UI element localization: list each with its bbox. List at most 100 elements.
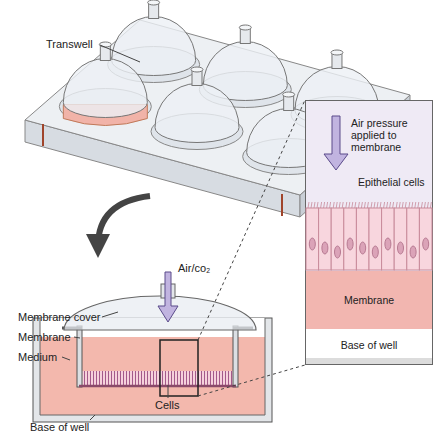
- epithelial-cells: [306, 202, 432, 270]
- node-label: Air pressure applied to membrane: [351, 117, 431, 153]
- part-label: Medium: [18, 351, 57, 363]
- insert-wall: [233, 326, 238, 387]
- cell-nucleus: [372, 246, 378, 258]
- well-interior: [40, 318, 265, 415]
- epithelial-cell: [344, 208, 357, 270]
- cell-nucleus: [335, 246, 341, 258]
- cell-nucleus: [385, 238, 391, 250]
- cilium: [333, 202, 334, 208]
- plate-clip: [42, 124, 44, 146]
- zoom-line: [198, 100, 305, 340]
- cilium: [384, 202, 385, 208]
- epithelial-cell: [369, 208, 382, 270]
- transwell-dome: [151, 67, 243, 150]
- membrane-line: [79, 385, 236, 388]
- cilium: [355, 202, 356, 208]
- part-label: Transwell: [46, 38, 93, 50]
- epithelial-cell: [419, 208, 432, 270]
- plate-clip: [281, 194, 283, 216]
- well-floor: [40, 415, 265, 416]
- cilium: [364, 202, 365, 208]
- cilium: [371, 202, 372, 208]
- node-label: Membrane: [306, 294, 432, 306]
- cell-nucleus: [322, 242, 328, 254]
- inset-band: Base of well: [306, 329, 432, 364]
- cilium: [374, 202, 375, 208]
- cilium: [352, 202, 353, 208]
- part-label: Membrane cover: [18, 311, 101, 323]
- cilium: [330, 202, 331, 208]
- cilium: [377, 202, 378, 208]
- leader-line: [168, 385, 169, 398]
- cilium: [421, 202, 422, 208]
- leader-line: [62, 357, 70, 360]
- insert-wall: [77, 326, 82, 387]
- medium-fill: [40, 337, 265, 415]
- cilium: [367, 202, 368, 208]
- epithelial-cell: [319, 208, 332, 270]
- zoom-box: [160, 340, 198, 396]
- cell-nucleus: [347, 238, 353, 250]
- zoom-line: [198, 365, 305, 396]
- cilium: [314, 202, 315, 208]
- cell-nucleus: [423, 238, 429, 250]
- inset-band: Epithelial cells: [306, 173, 432, 273]
- cilium: [380, 202, 381, 208]
- cilium: [402, 202, 403, 208]
- cilium: [430, 202, 431, 208]
- well-inner-wall: [265, 318, 266, 415]
- cilium: [415, 202, 416, 208]
- epithelial-cell: [407, 208, 420, 270]
- cilium: [327, 202, 328, 208]
- cilium: [324, 202, 325, 208]
- cilium: [311, 202, 312, 208]
- part-label: Air/co₂: [178, 262, 210, 274]
- cilium: [424, 202, 425, 208]
- cilium: [308, 202, 309, 208]
- cilium: [405, 202, 406, 208]
- epithelial-cell: [306, 208, 319, 270]
- epithelial-cell: [394, 208, 407, 270]
- epithelial-cell: [331, 208, 344, 270]
- leader-line: [90, 415, 95, 420]
- cell-nucleus: [309, 238, 315, 250]
- cilium: [317, 202, 318, 208]
- cilium: [412, 202, 413, 208]
- cilium: [390, 202, 391, 208]
- cilium: [396, 202, 397, 208]
- cell-layer: [82, 371, 233, 385]
- leader-line: [102, 312, 118, 317]
- inset-panel: Air pressure applied to membraneEpitheli…: [305, 100, 433, 365]
- leader-line: [74, 337, 80, 338]
- part-label: Base of well: [30, 421, 89, 433]
- epithelial-cell: [382, 208, 395, 270]
- zoom-arrow: [98, 196, 150, 246]
- cilium: [321, 202, 322, 208]
- transwell-dome: [59, 42, 151, 126]
- cilium: [346, 202, 347, 208]
- cilium: [399, 202, 400, 208]
- cilium: [336, 202, 337, 208]
- cilium: [342, 202, 343, 208]
- cilium: [361, 202, 362, 208]
- cell-nucleus: [398, 242, 404, 254]
- part-label: Cells: [155, 399, 179, 411]
- cilium: [387, 202, 388, 208]
- node-label: Base of well: [306, 339, 432, 351]
- leader-line: [100, 45, 140, 62]
- cilium: [358, 202, 359, 208]
- inset-band: Membrane: [306, 271, 432, 329]
- part-label: Membrane: [18, 331, 71, 343]
- cell-nucleus: [360, 242, 366, 254]
- air-arrow: [158, 272, 178, 322]
- cilium: [349, 202, 350, 208]
- cilium: [339, 202, 340, 208]
- well-base-strip: [306, 358, 432, 364]
- node-label: Epithelial cells: [358, 176, 430, 188]
- cilium: [409, 202, 410, 208]
- cilium: [393, 202, 394, 208]
